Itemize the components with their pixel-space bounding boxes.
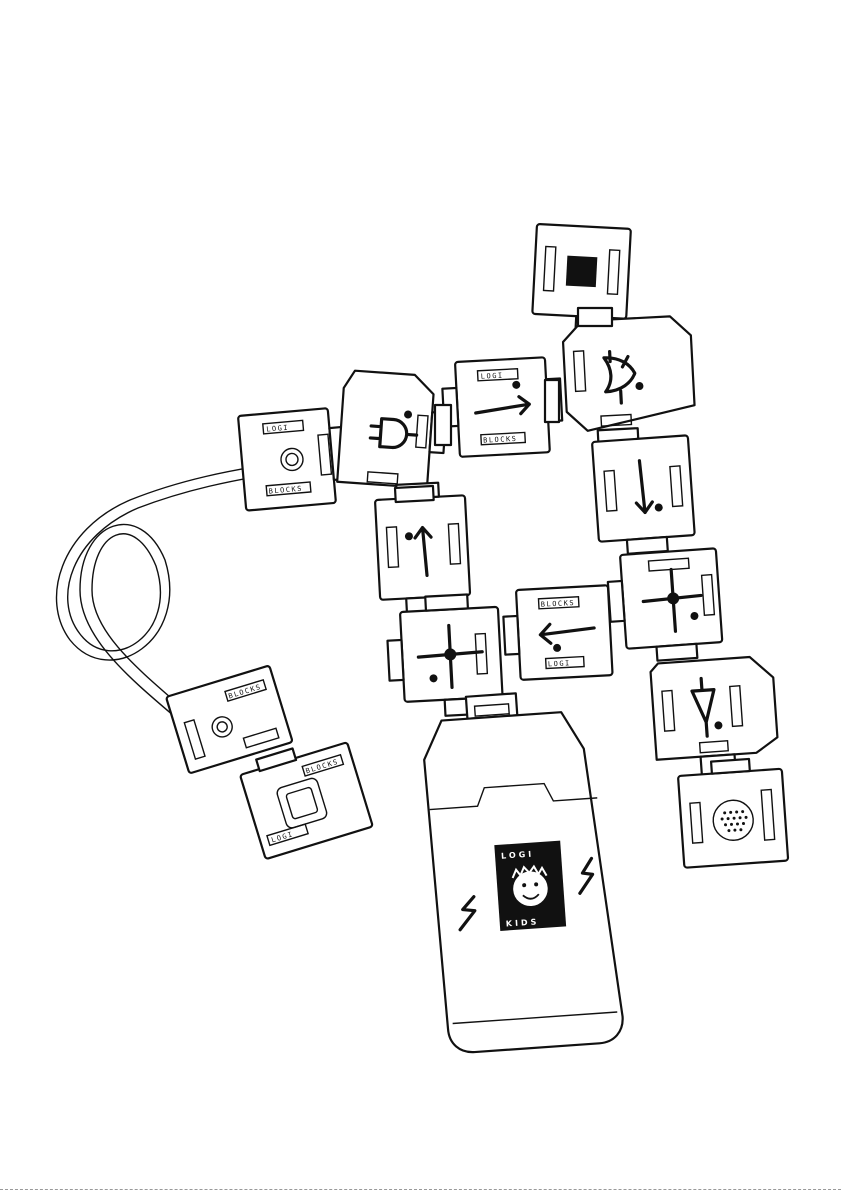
logi-kids-logo: LOGI KIDS [494,841,566,931]
and-gate-block [337,370,449,489]
cable-plug-block-top: LOGI BLOCKS [238,407,350,511]
wire-left-block: BLOCKS LOGI [502,585,613,680]
logi-label: LOGI [481,371,504,380]
page-bottom-rule [0,1189,841,1190]
logi-label: LOGI [548,659,571,668]
battery-block: LOGI KIDS [420,687,624,1054]
wire-down-block [592,435,696,555]
junction-block-right [606,548,723,663]
not-gate-block [650,655,780,777]
speaker-block [677,757,788,868]
or-gate-block [562,315,696,446]
